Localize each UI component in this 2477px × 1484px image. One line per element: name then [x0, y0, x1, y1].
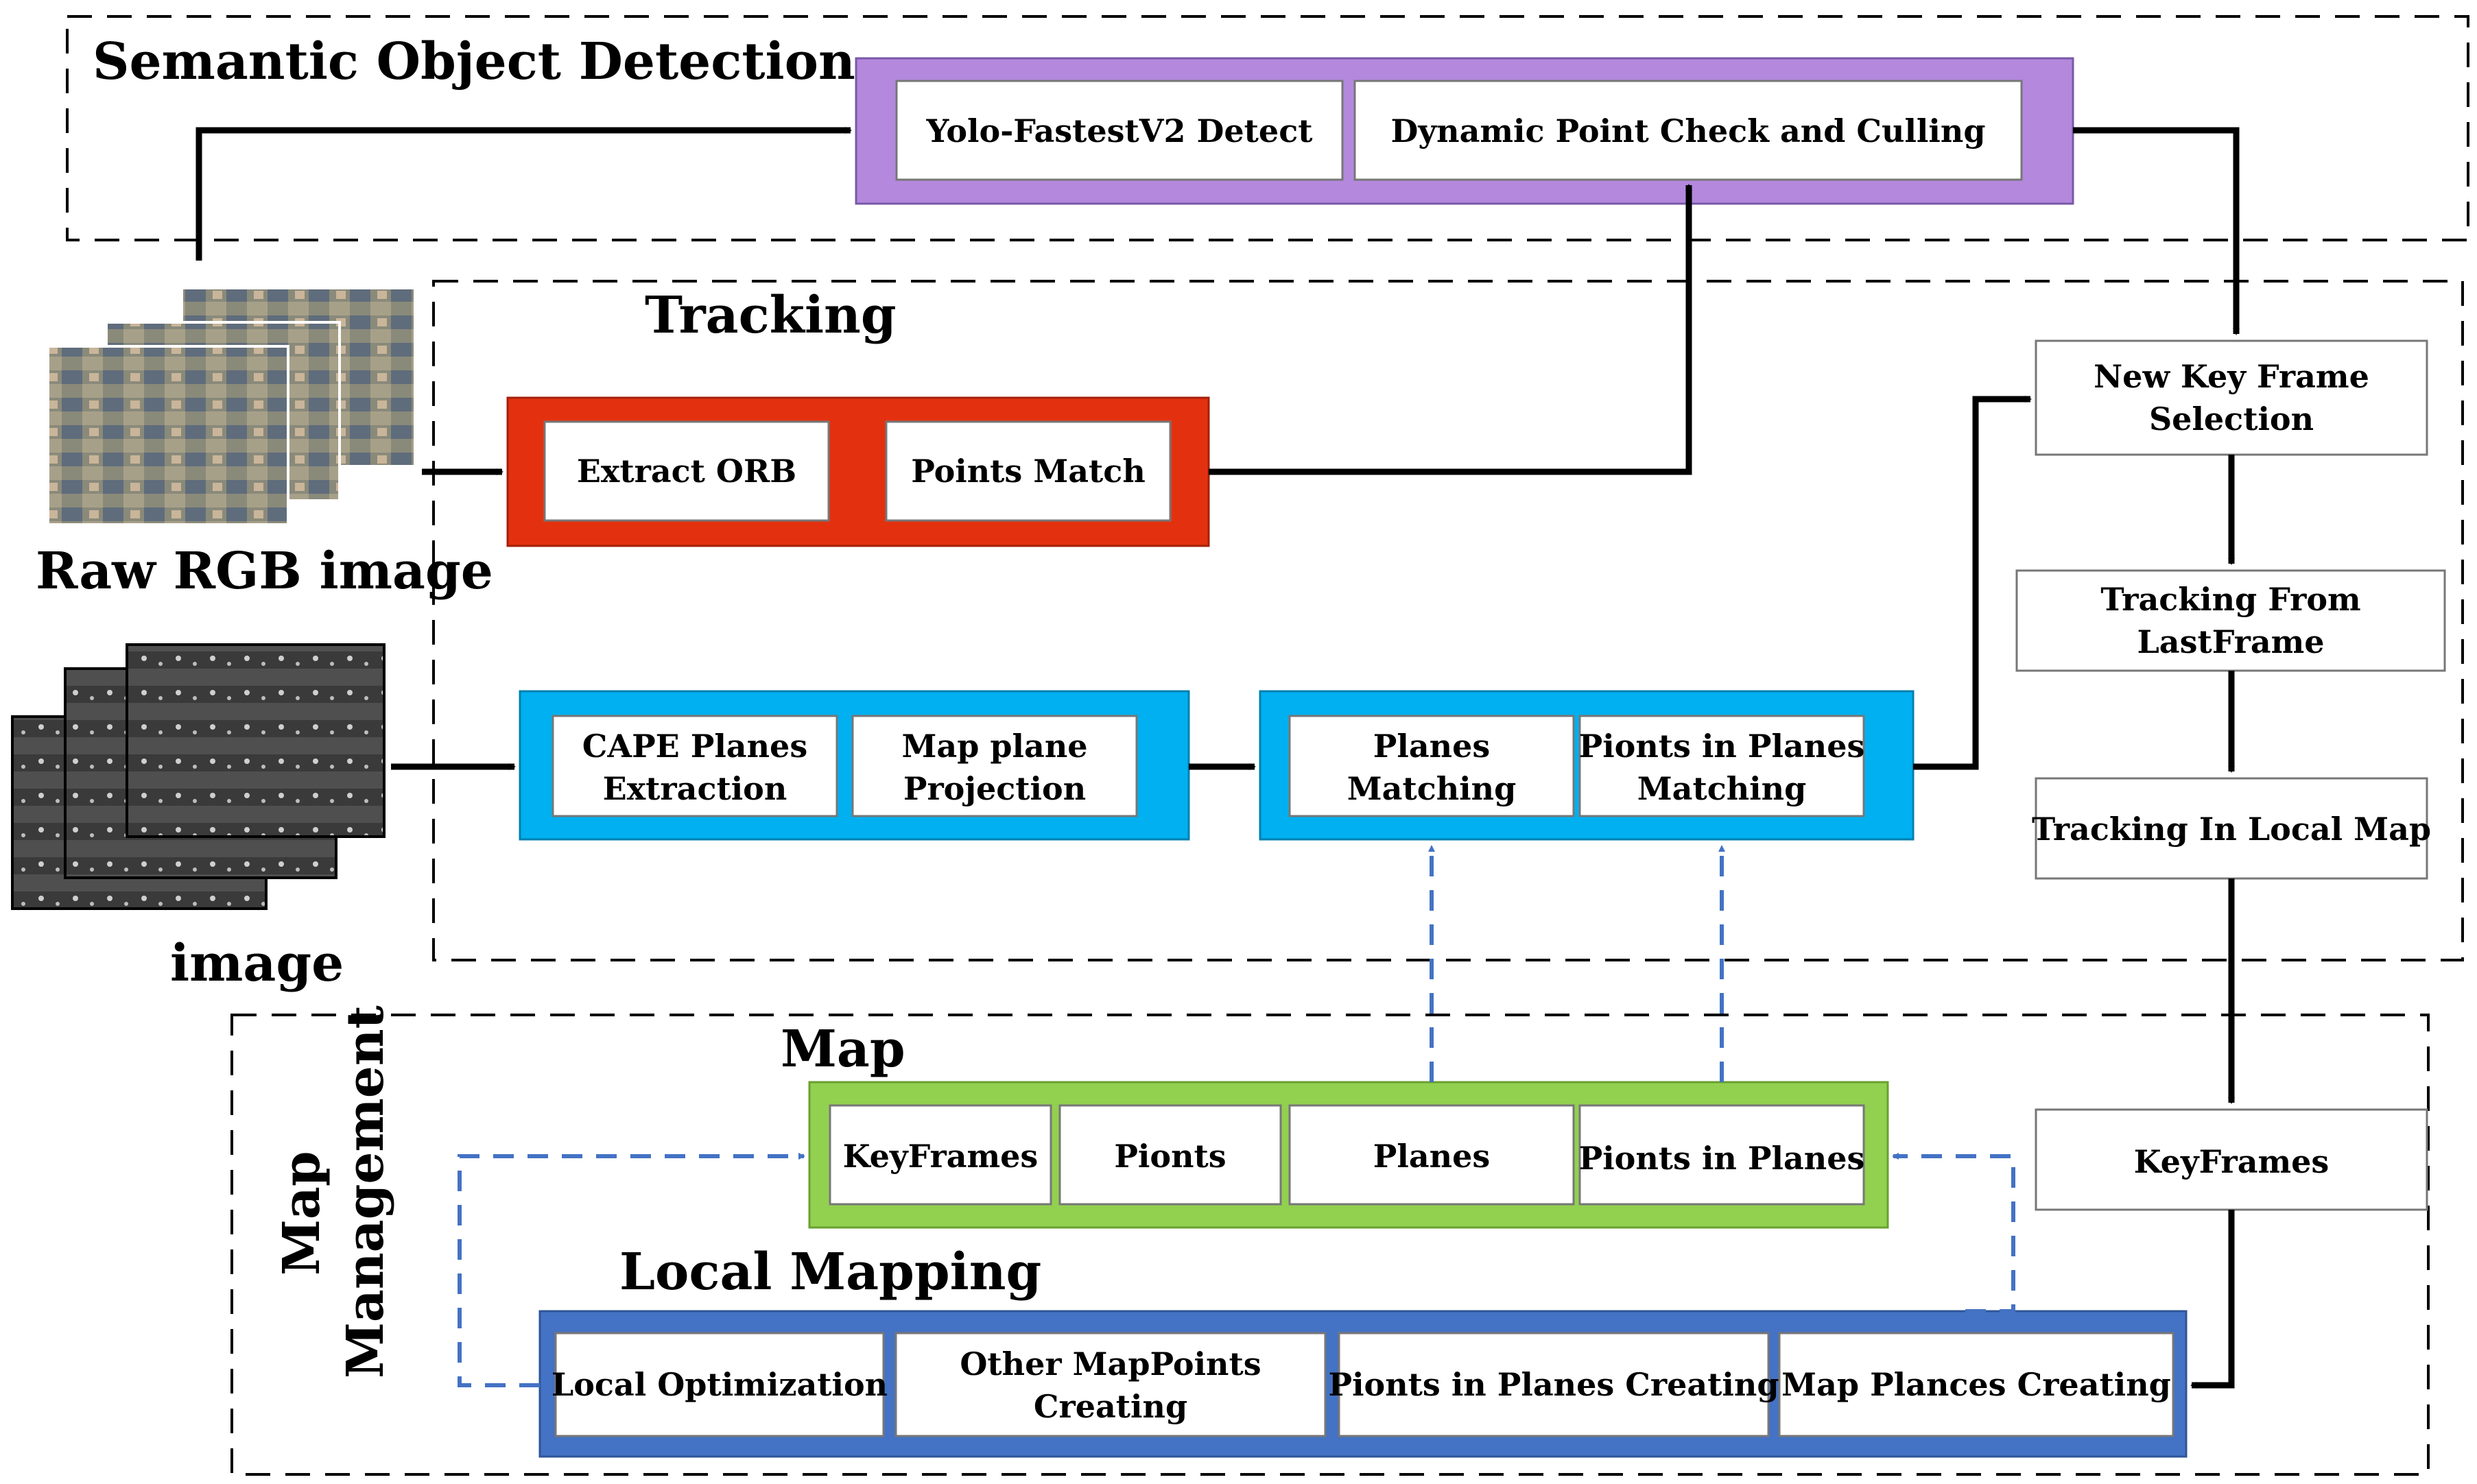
box-yolo: Yolo-FastestV2 Detect — [895, 80, 1344, 181]
svg-text:Selection: Selection — [2149, 400, 2314, 438]
svg-text:Pionts: Pionts — [1114, 1138, 1226, 1175]
svg-text:CAPE Planes: CAPE Planes — [582, 728, 807, 765]
box-tracking-last-frame: Tracking From LastFrame — [2015, 569, 2446, 672]
dashed-localmapping-to-pionts-planes — [1892, 1153, 2015, 1313]
svg-text:Extract ORB: Extract ORB — [577, 453, 796, 490]
svg-text:Planes: Planes — [1373, 728, 1490, 765]
svg-text:Yolo-FastestV2 Detect: Yolo-FastestV2 Detect — [926, 112, 1314, 149]
dashed-arrows — [458, 845, 2015, 1387]
semantic-region — [66, 15, 2469, 241]
svg-text:Points Match: Points Match — [911, 453, 1146, 490]
depth-image-label: image — [170, 934, 344, 993]
depth-image-stack — [11, 643, 386, 910]
svg-text:Other MapPoints: Other MapPoints — [960, 1345, 1261, 1383]
tracking-title: Tracking — [645, 286, 897, 345]
map-management-region — [230, 1014, 2430, 1476]
svg-text:Map plane: Map plane — [901, 728, 1087, 765]
svg-text:Tracking In Local Map: Tracking In Local Map — [2032, 811, 2431, 848]
box-points-match: Points Match — [885, 420, 1172, 522]
box-tracking-local-map: Tracking In Local Map — [2032, 777, 2431, 880]
box-pionts-planes-creating: Pionts in Planes Creating — [1328, 1332, 1779, 1437]
dashed-optimization-to-keyframes — [458, 1153, 805, 1387]
svg-text:KeyFrames: KeyFrames — [843, 1138, 1039, 1175]
box-cape-extraction: CAPE Planes Extraction — [552, 715, 838, 817]
depth-frame-3 — [126, 643, 386, 838]
svg-text:Tracking From: Tracking From — [2100, 581, 2360, 618]
arrow-planes-to-keyframe — [1913, 396, 2032, 770]
tracking-region — [432, 280, 2464, 961]
svg-text:Pionts in Planes Creating: Pionts in Planes Creating — [1328, 1366, 1779, 1403]
box-map-pionts-planes: Pionts in Planes — [1578, 1104, 1865, 1206]
solid-arrows — [195, 127, 2240, 1389]
svg-text:Creating: Creating — [1034, 1388, 1187, 1425]
svg-text:Extraction: Extraction — [603, 770, 787, 807]
svg-text:KeyFrames: KeyFrames — [2134, 1143, 2330, 1180]
svg-text:Local Optimization: Local Optimization — [552, 1366, 888, 1403]
arrow-semantic-to-keyframe — [2073, 127, 2240, 335]
box-dynamic-culling: Dynamic Point Check and Culling — [1353, 80, 2023, 181]
box-map-pionts: Pionts — [1058, 1104, 1282, 1206]
box-extract-orb: Extract ORB — [543, 420, 830, 522]
svg-text:Map Plances Creating: Map Plances Creating — [1781, 1366, 2171, 1403]
arrow-keyframes-to-localmapping — [2190, 1210, 2235, 1389]
box-local-optimization: Local Optimization — [552, 1332, 888, 1437]
arrow-match-to-dynamic — [1209, 184, 1692, 475]
map-management-title-line2: Management — [336, 1005, 395, 1378]
svg-text:LastFrame: LastFrame — [2137, 623, 2324, 660]
semantic-title: Semantic Object Detection — [93, 32, 855, 91]
svg-text:Dynamic Point Check and Cullin: Dynamic Point Check and Culling — [1391, 112, 1986, 149]
svg-text:Planes: Planes — [1373, 1138, 1490, 1175]
box-map-plances-creating: Map Plances Creating — [1778, 1332, 2174, 1437]
box-map-plane-projection: Map plane Projection — [851, 715, 1138, 817]
rgb-image-label: Raw RGB image — [36, 542, 493, 601]
svg-text:New Key Frame: New Key Frame — [2094, 358, 2369, 395]
map-management-title-line1: Map — [272, 1151, 331, 1276]
arrow-rgb-to-yolo — [195, 127, 852, 261]
box-keyframes-right: KeyFrames — [2035, 1108, 2428, 1211]
rgb-frame-1 — [47, 345, 289, 526]
box-other-mappoints: Other MapPoints Creating — [894, 1332, 1327, 1437]
local-mapping-title: Local Mapping — [619, 1243, 1041, 1302]
svg-text:Pionts in Planes: Pionts in Planes — [1579, 728, 1865, 765]
box-map-keyframes: KeyFrames — [829, 1104, 1052, 1206]
box-new-keyframe: New Key Frame Selection — [2035, 339, 2428, 456]
map-title: Map — [781, 1020, 905, 1079]
svg-text:Projection: Projection — [903, 770, 1086, 807]
box-planes-matching: Planes Matching — [1288, 715, 1575, 817]
box-pionts-planes-matching: Pionts in Planes Matching — [1578, 715, 1865, 817]
svg-text:Pionts in Planes: Pionts in Planes — [1579, 1140, 1865, 1177]
svg-text:Matching: Matching — [1347, 770, 1517, 807]
region-outlines — [66, 15, 2469, 1476]
rgb-image-stack — [47, 287, 416, 526]
svg-text:Matching: Matching — [1637, 770, 1807, 807]
box-map-planes: Planes — [1288, 1104, 1575, 1206]
